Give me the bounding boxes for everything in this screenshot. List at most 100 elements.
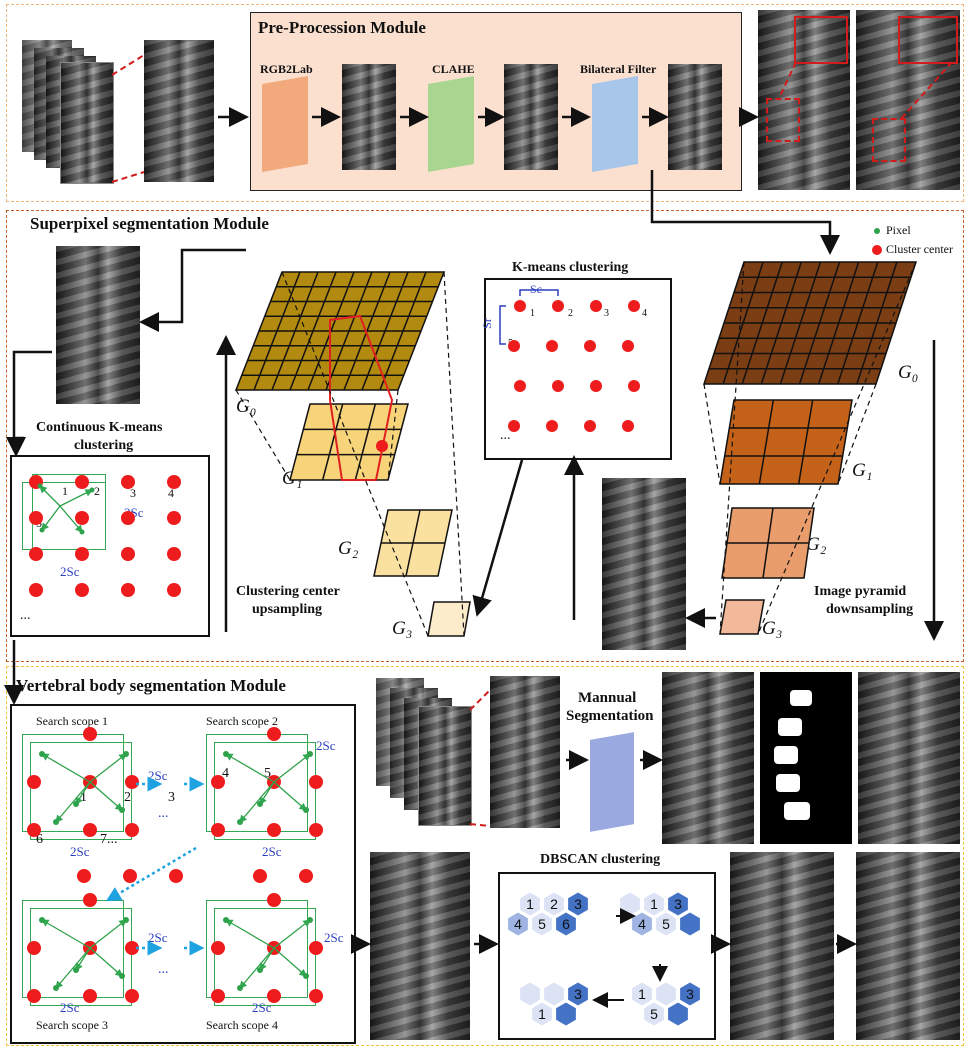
right-pyramid-dash (703, 383, 721, 485)
mask-vertebra-3 (774, 746, 798, 764)
mask-vertebra-4 (776, 774, 800, 792)
hexagon-cell (643, 891, 665, 917)
upsample-column (329, 314, 394, 481)
scope-pixel-link (273, 781, 307, 811)
scope-center (211, 989, 225, 1003)
continuous-center (75, 475, 89, 489)
hexagon-cell (655, 981, 677, 1007)
scope-pixel-link (259, 947, 275, 972)
left-pyramid-dash (281, 271, 429, 637)
right-pyramid-dash (719, 261, 745, 635)
hexagon-cell (631, 911, 653, 937)
continuous-search-window-2 (22, 482, 106, 550)
scope-pixel (237, 819, 243, 825)
continuous-title-2: clustering (74, 438, 134, 453)
scope-center-mid (299, 869, 313, 883)
manual-overlay-image (662, 672, 754, 844)
scope-center (27, 941, 41, 955)
scope-pixel-link (89, 947, 123, 977)
cont-2sc-bottom: 2Sc (60, 564, 80, 579)
kmeans-n1: 1 (530, 308, 535, 319)
continuous-center (121, 475, 135, 489)
scope-center-mid (253, 869, 267, 883)
g3-left: G₃ (392, 618, 413, 639)
label-2sc-c: 2Sc (70, 844, 90, 859)
kmeans-center (546, 340, 558, 352)
legend-pixel-dot (874, 228, 880, 234)
right-g3 (719, 599, 765, 635)
continuous-pixel (79, 529, 85, 535)
vertebral-module-frame (6, 666, 964, 1046)
bilateral-label: Bilateral Filter (580, 62, 657, 76)
v-stack-image-4 (418, 706, 472, 826)
scope-center (83, 727, 97, 741)
scope4-window-back (214, 908, 316, 1006)
roi-box-2b (872, 118, 906, 162)
hexagon-label: 1 (650, 896, 658, 912)
kmeans-sr-bracket (499, 305, 506, 345)
mask-vertebra-2 (778, 718, 802, 736)
scope-pixel (119, 807, 125, 813)
cont-n1: 1 (62, 484, 68, 498)
hexagon-cell (543, 981, 565, 1007)
kmeans-center (622, 420, 634, 432)
scope-pixel-link (75, 947, 91, 972)
continuous-center (167, 475, 181, 489)
scope-center (267, 727, 281, 741)
scope-center (211, 941, 225, 955)
kmeans-center (508, 420, 520, 432)
hexagon-cell (543, 891, 565, 917)
scope-center (83, 823, 97, 837)
superpixel-title: Superpixel segmentation Module (30, 214, 269, 233)
continuous-center (75, 583, 89, 597)
scope-center (267, 989, 281, 1003)
hexagon-cell (619, 891, 641, 917)
kmeans-centers (499, 289, 640, 432)
hexagon-label: 1 (538, 1006, 546, 1022)
scope-center (125, 823, 139, 837)
contour-image (858, 672, 960, 844)
scope-pixel (53, 819, 59, 825)
downsampling-label-2: downsampling (826, 602, 914, 617)
kmeans-center (628, 380, 640, 392)
continuous-center (121, 547, 135, 561)
scope-center-mid (77, 869, 91, 883)
label-2sc-g: 2Sc (60, 1000, 80, 1015)
upsampling-label-2: upsampling (252, 602, 323, 617)
hexagon-label: 6 (562, 916, 570, 932)
pre-arrows (218, 107, 840, 255)
scope-centers (27, 727, 323, 1003)
scope-center (309, 941, 323, 955)
label-2sc-b: 2Sc (316, 738, 336, 753)
scope2-label: Search scope 2 (206, 714, 278, 728)
left-pyramid-dash (387, 389, 399, 481)
hexagon-label: 2 (550, 896, 558, 912)
g0-right: G₀ (898, 362, 919, 383)
s2-n5: 5 (264, 766, 271, 781)
scope-center (83, 989, 97, 1003)
continuous-center (121, 583, 135, 597)
right-g1 (719, 399, 853, 485)
vertebral-title: Vertebral body segmentation Module (16, 676, 286, 695)
kmeans-center (584, 420, 596, 432)
continuous-center (121, 511, 135, 525)
kmeans-center (622, 340, 634, 352)
clahe-image (504, 64, 558, 170)
scope3-label: Search scope 3 (36, 1018, 108, 1032)
scope-pixel-link (273, 919, 312, 949)
mask-vertebra-1 (790, 690, 812, 706)
scope-center (27, 775, 41, 789)
label-2sc-f: 2Sc (324, 930, 344, 945)
scope-pixel-link (40, 753, 91, 783)
left-pyramid-dash (235, 389, 291, 481)
hexagon-label: 3 (674, 896, 682, 912)
legend-pixel-label: Pixel (886, 223, 911, 237)
hexagon-cell (555, 911, 577, 937)
scope-pixel-link (40, 919, 91, 949)
roi-image-1 (758, 10, 850, 190)
scope-center (125, 989, 139, 1003)
hexagon-label: 5 (650, 1006, 658, 1022)
scope1-label: Search scope 1 (36, 714, 108, 728)
hexagon-cell (667, 891, 689, 917)
hexagon-cell (643, 1001, 665, 1027)
